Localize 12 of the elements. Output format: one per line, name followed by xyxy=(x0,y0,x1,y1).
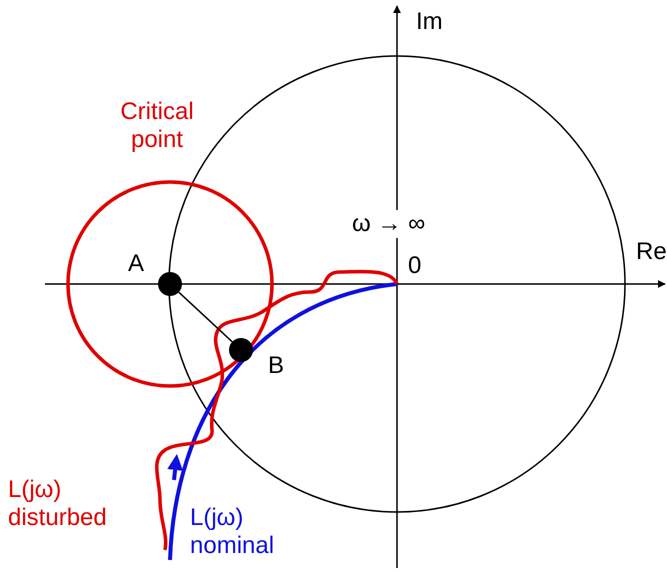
point-label: B xyxy=(268,352,284,380)
annotation-text: Critical point xyxy=(119,98,195,154)
axis-label: Im xyxy=(416,8,443,36)
point-marker xyxy=(158,272,182,296)
point-label: A xyxy=(128,250,144,278)
annotation-text: ω → ∞ xyxy=(352,210,426,238)
connector-line xyxy=(178,292,233,342)
origin-label: 0 xyxy=(408,252,422,280)
curve-label: L(jω) disturbed xyxy=(8,476,108,532)
curve-label: L(jω) nominal xyxy=(190,504,276,560)
axis-label: Re xyxy=(636,238,667,266)
point-marker xyxy=(229,338,253,362)
